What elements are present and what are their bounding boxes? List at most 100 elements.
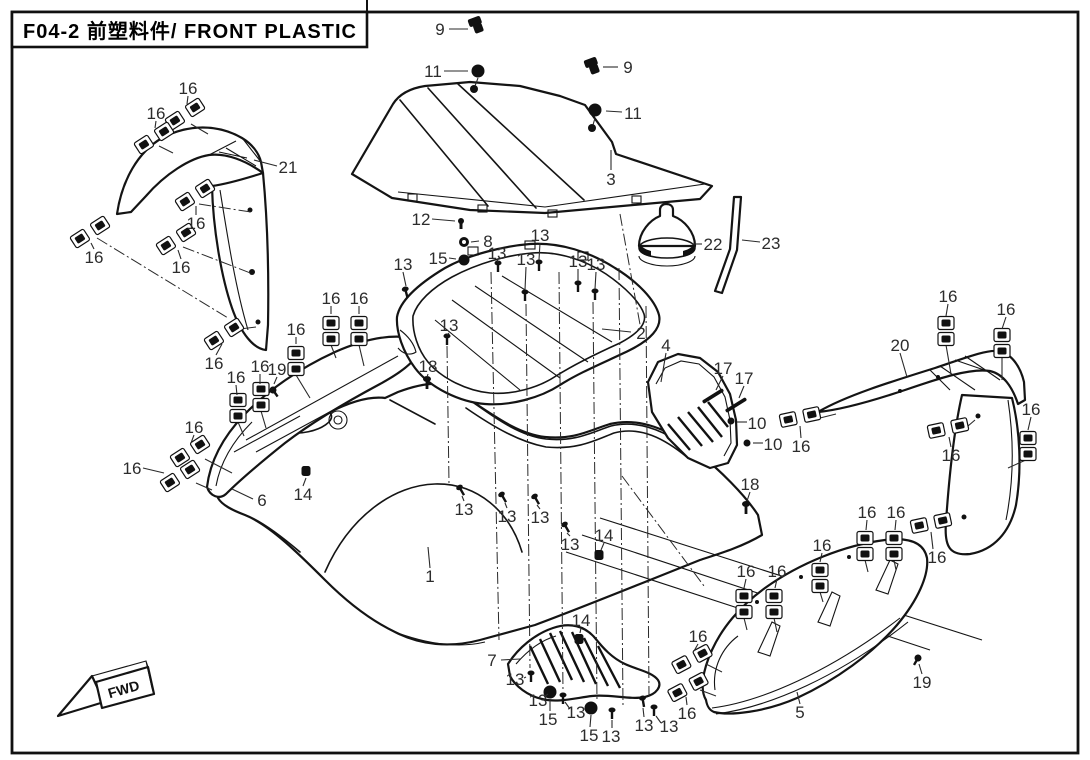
callout-label-17: 17 bbox=[714, 359, 733, 378]
callout-label-3: 3 bbox=[606, 170, 615, 189]
callout-leader-line bbox=[543, 693, 549, 698]
pin-icon bbox=[591, 288, 599, 300]
callout-label-13: 13 bbox=[440, 316, 459, 335]
part-3-hood-cover bbox=[350, 77, 714, 218]
dot-icon bbox=[743, 439, 751, 447]
strip-icon bbox=[702, 388, 724, 404]
callout-label-10: 10 bbox=[748, 414, 767, 433]
callout-label-9: 9 bbox=[623, 58, 632, 77]
callout-leader-line bbox=[600, 542, 605, 551]
callout-label-13: 13 bbox=[531, 226, 550, 245]
clip-pair-v-icon bbox=[937, 315, 955, 347]
callout-leader-line bbox=[427, 546, 431, 569]
callout-leader-line bbox=[945, 303, 949, 317]
callout-leader-line bbox=[253, 159, 278, 167]
callout-leader-line bbox=[504, 502, 508, 509]
pin-icon bbox=[574, 280, 582, 292]
callout-label-16: 16 bbox=[179, 79, 198, 98]
clip-pair-d-icon bbox=[133, 121, 175, 155]
callout-label-16: 16 bbox=[350, 289, 369, 308]
page-border bbox=[10, 10, 1080, 755]
callout-leader-line bbox=[496, 258, 499, 263]
callout-label-16: 16 bbox=[813, 536, 832, 555]
callout-leader-line bbox=[743, 578, 747, 589]
pin-lg-icon bbox=[742, 501, 750, 514]
clip-pair-d-icon bbox=[671, 643, 713, 675]
part-4-side-grille bbox=[646, 352, 739, 470]
callout-leader-line bbox=[865, 519, 868, 531]
pin-icon bbox=[494, 260, 502, 272]
callout-label-13: 13 bbox=[561, 535, 580, 554]
callout-label-16: 16 bbox=[187, 214, 206, 233]
callout-leader-line bbox=[660, 352, 667, 383]
callout-leader-line bbox=[774, 578, 778, 589]
callout-label-16: 16 bbox=[928, 548, 947, 567]
callout-leader-line bbox=[741, 239, 761, 243]
callout-label-13: 13 bbox=[567, 703, 586, 722]
clip-pair-v-icon bbox=[287, 345, 305, 377]
callout-label-19: 19 bbox=[913, 673, 932, 692]
pin-icon bbox=[561, 521, 571, 533]
clip-pair-d-icon bbox=[667, 671, 709, 703]
callout-label-13: 13 bbox=[517, 250, 536, 269]
pin-icon bbox=[535, 259, 543, 271]
callout-leader-line bbox=[402, 271, 407, 287]
clip-pair-v-icon bbox=[765, 588, 783, 620]
callout-leader-line bbox=[1001, 316, 1007, 330]
clip-pair-v-icon bbox=[885, 530, 903, 562]
part-22-funnel-cap bbox=[637, 202, 697, 267]
callout-leader-line bbox=[642, 707, 645, 718]
grommet-icon bbox=[588, 103, 602, 117]
callout-leader-line bbox=[930, 531, 934, 550]
callout-label-7: 7 bbox=[487, 651, 496, 670]
callout-label-13: 13 bbox=[569, 252, 588, 271]
callout-leader-line bbox=[594, 271, 597, 290]
construction-lines bbox=[96, 203, 705, 707]
nut-lg-icon bbox=[584, 701, 598, 715]
callout-leader-line bbox=[215, 343, 223, 356]
clip14-icon bbox=[301, 466, 311, 476]
clip-pair-d-icon bbox=[164, 97, 206, 131]
callout-leader-line bbox=[177, 249, 182, 260]
callout-leader-line bbox=[564, 701, 571, 710]
part-7-lower-grille bbox=[506, 624, 661, 702]
clip-pair-d-icon bbox=[69, 215, 111, 249]
bolt-icon bbox=[583, 57, 600, 75]
pin-icon bbox=[498, 491, 508, 503]
callout-label-2: 2 bbox=[636, 324, 645, 343]
callout-leader-line bbox=[142, 467, 165, 474]
callout-leader-line bbox=[523, 676, 527, 679]
clip-pair-v-icon bbox=[322, 315, 340, 347]
title-block bbox=[10, 10, 369, 49]
callout-label-23: 23 bbox=[762, 234, 781, 253]
dot-icon bbox=[727, 417, 735, 425]
callout-label-16: 16 bbox=[123, 459, 142, 478]
callout-leader-line bbox=[446, 332, 450, 336]
callout-leader-line bbox=[524, 266, 527, 291]
callout-label-16: 16 bbox=[887, 503, 906, 522]
callout-leader-line bbox=[948, 436, 952, 448]
callout-label-9: 9 bbox=[435, 20, 444, 39]
bolt-icon bbox=[467, 16, 484, 34]
callout-label-11: 11 bbox=[424, 62, 442, 81]
callout-label-8: 8 bbox=[483, 232, 492, 251]
clip-pair-v-icon bbox=[856, 530, 874, 562]
callout-leader-line bbox=[589, 714, 592, 728]
callout-leader-line bbox=[273, 376, 278, 385]
callout-label-19: 19 bbox=[268, 360, 287, 379]
callout-label-13: 13 bbox=[660, 717, 679, 736]
callout-leader-line bbox=[819, 552, 823, 563]
callout-leader-line bbox=[154, 120, 157, 129]
diagram-title: F04-2 前塑料件/ FRONT PLASTIC bbox=[23, 19, 357, 43]
strip-icon bbox=[725, 397, 747, 413]
callout-leader-line bbox=[918, 663, 923, 675]
pin-icon bbox=[559, 692, 567, 704]
callout-leader-line bbox=[90, 242, 95, 250]
screw19-icon bbox=[912, 654, 922, 666]
callout-label-16: 16 bbox=[768, 562, 787, 581]
callout-leader-line bbox=[715, 375, 724, 391]
callout-label-20: 20 bbox=[891, 336, 910, 355]
callout-leader-line bbox=[461, 495, 465, 502]
